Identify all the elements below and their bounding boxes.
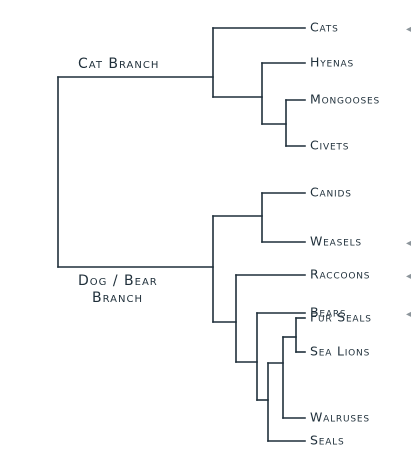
dog-bear-branch-label-line1: Dog / Bear [78, 273, 158, 289]
leaf-label-mongooses: Mongooses [310, 92, 380, 107]
leaf-label-raccoons: Raccoons [310, 267, 370, 282]
leaf-label-bears: Bears [310, 305, 346, 320]
cropped-arrow-icon: ◂ [406, 238, 411, 249]
cropped-arrow-icon: ◂ [406, 24, 411, 35]
leaf-label-weasels: Weasels [310, 234, 362, 249]
tree-branches [57, 27, 306, 442]
leaf-label-seals: Seals [310, 433, 345, 448]
leaf-label-sea-lions: Sea Lions [310, 344, 370, 359]
cat-branch-label: Cat Branch [78, 56, 159, 72]
cropped-arrow-icon: ◂ [406, 271, 411, 282]
leaf-label-civets: Civets [310, 138, 349, 153]
leaf-label-walruses: Walruses [310, 410, 370, 425]
leaf-label-canids: Canids [310, 185, 352, 200]
dog-bear-branch-label-line2: Branch [92, 290, 143, 306]
leaf-label-cats: Cats [310, 20, 339, 35]
leaf-label-fur-seals: Fur Seals [310, 310, 372, 325]
leaf-label-hyenas: Hyenas [310, 55, 354, 70]
cropped-arrow-icon: ◂ [406, 309, 411, 320]
